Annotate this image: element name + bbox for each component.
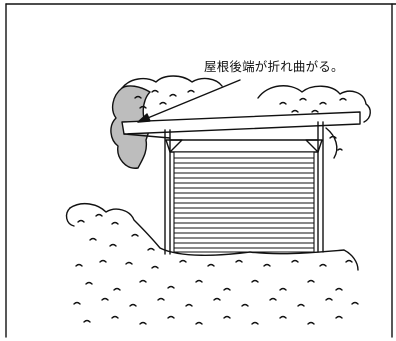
bush-right [257,85,371,159]
shutter [173,151,315,253]
page-border [5,3,396,338]
snow-ground [65,202,359,325]
annotation-arrow [137,79,241,123]
annotation-label: 屋根後端が折れ曲がる。 [204,59,344,74]
roof [121,111,361,139]
